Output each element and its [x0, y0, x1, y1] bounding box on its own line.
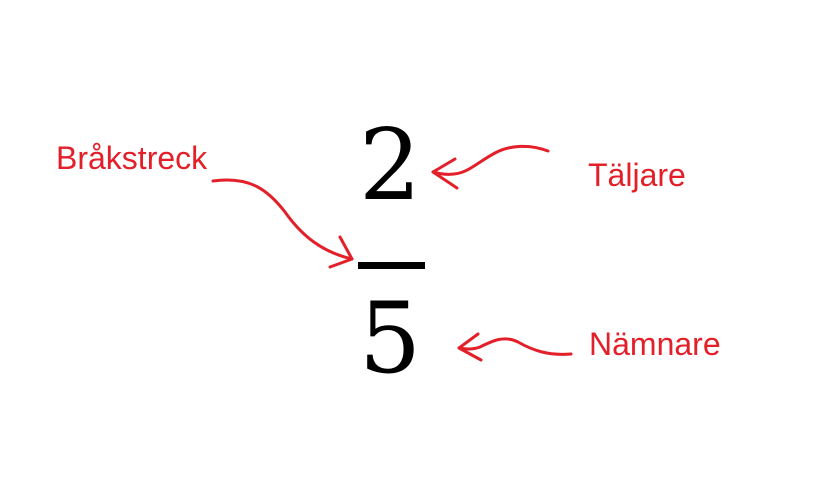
numerator-arrow	[431, 144, 550, 176]
denominator-arrow	[457, 337, 573, 356]
numerator-label: Täljare	[588, 157, 686, 193]
fraction-bar-label: Bråkstreck	[56, 140, 208, 176]
numerator-arrowhead	[431, 157, 459, 190]
fraction-bar-arrow	[211, 178, 354, 261]
denominator-label: Nämnare	[589, 326, 721, 362]
denominator-digit: 5	[358, 282, 422, 396]
fraction-bar-arrowhead	[328, 235, 354, 269]
numerator-digit: 2	[358, 109, 422, 223]
denominator-arrowhead	[457, 332, 483, 362]
fraction-bar	[358, 262, 425, 269]
